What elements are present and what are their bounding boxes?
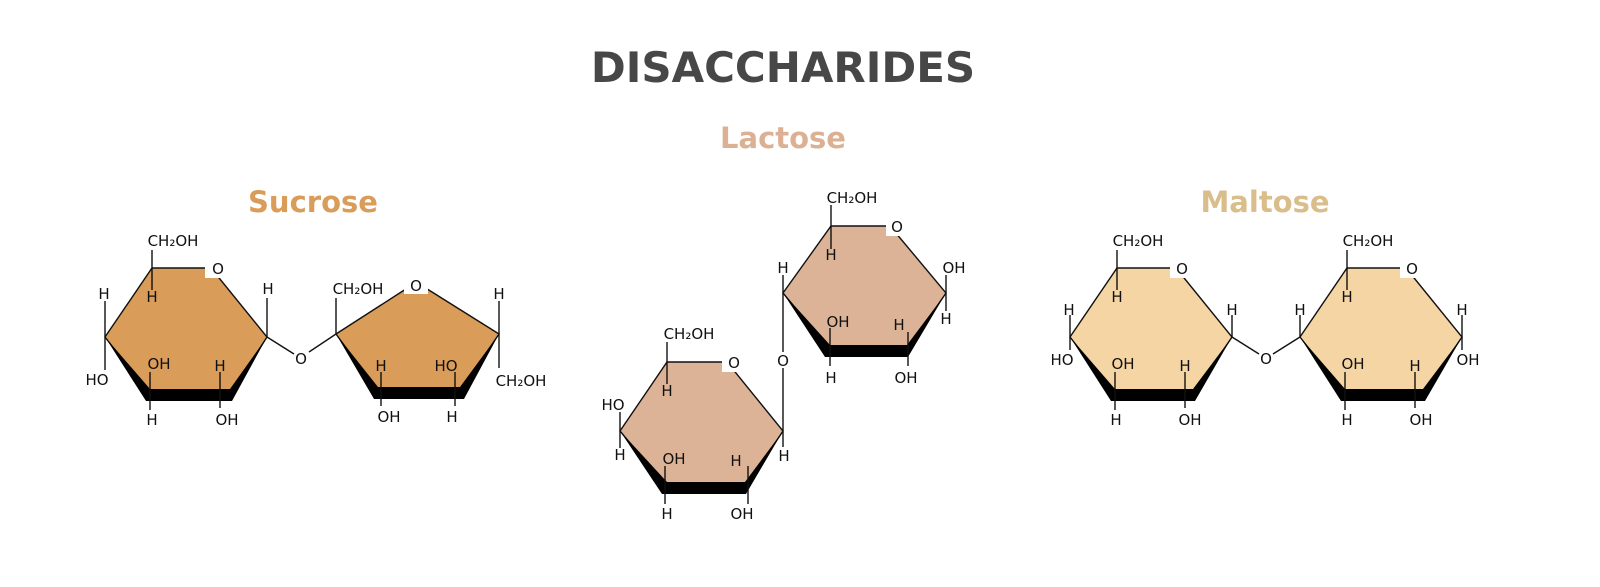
maltose-structure: CH₂OH O H H HO OH H H OH H O H CH₂OH O H… [1050,232,1479,429]
label-h: H [661,505,672,523]
label-oh: OH [1456,351,1479,369]
label-h: H [493,285,504,303]
label-h: H [262,280,273,298]
label-oh: OH [1341,355,1364,373]
label-ho: HO [601,396,624,414]
label-h: H [1294,301,1305,319]
label-ch2oh: CH₂OH [827,189,878,207]
label-glycosidic-oxygen: O [777,352,789,370]
label-ring-oxygen: O [410,277,422,295]
label-ring-oxygen: O [1406,260,1418,278]
label-h: H [825,246,836,264]
label-ch2oh: CH₂OH [1343,232,1394,250]
lactose-structure: CH₂OH O H HO H OH H H OH H O CH₂OH O H H… [601,189,965,523]
label-oh: OH [1178,411,1201,429]
label-ring-oxygen: O [212,260,224,278]
ring-bold-edge [1070,337,1232,401]
lactose-title: Lactose [720,121,846,155]
label-h: H [825,369,836,387]
label-oh: OH [730,505,753,523]
label-oh: OH [662,450,685,468]
label-h: H [1409,357,1420,375]
label-h: H [730,452,741,470]
label-h: H [1063,301,1074,319]
maltose-title: Maltose [1200,185,1329,219]
label-h: H [1456,301,1467,319]
label-ring-oxygen: O [891,218,903,236]
label-ho: HO [1050,351,1073,369]
label-ch2oh: CH₂OH [496,372,547,390]
label-h: H [1110,411,1121,429]
label-ring-oxygen: O [1176,260,1188,278]
label-glycosidic-oxygen: O [295,350,307,368]
label-ch2oh: CH₂OH [148,232,199,250]
label-oh: OH [1111,355,1134,373]
label-h: H [1226,301,1237,319]
label-h: H [614,446,625,464]
label-glycosidic-oxygen: O [1260,350,1272,368]
label-oh: OH [147,355,170,373]
label-oh: OH [215,411,238,429]
label-ring-oxygen: O [728,354,740,372]
label-h: H [940,310,951,328]
label-oh: OH [377,408,400,426]
label-h: H [98,285,109,303]
label-h: H [146,288,157,306]
diagram-title: DISACCHARIDES [591,43,975,92]
label-h: H [1341,288,1352,306]
label-h: H [661,382,672,400]
label-h: H [375,357,386,375]
label-ch2oh: CH₂OH [664,325,715,343]
label-ch2oh: CH₂OH [1113,232,1164,250]
label-h: H [1111,288,1122,306]
label-oh: OH [1409,411,1432,429]
label-h: H [893,316,904,334]
label-ch2oh: CH₂OH [333,280,384,298]
label-oh: OH [894,369,917,387]
label-h: H [214,357,225,375]
label-h: H [1179,357,1190,375]
label-h: H [1341,411,1352,429]
sucrose-structure: CH₂OH O H H HO OH H H OH H O CH₂OH O H C… [85,232,546,429]
label-h: H [146,411,157,429]
label-ho: HO [85,371,108,389]
label-oh: OH [942,259,965,277]
ring-bold-edge [105,337,267,401]
ring-bold-edge [1300,337,1462,401]
label-h: H [778,447,789,465]
label-h: H [446,408,457,426]
label-ho: HO [434,357,457,375]
ring-bold-edge [783,293,946,357]
label-h: H [777,259,788,277]
sucrose-title: Sucrose [248,185,378,219]
label-oh: OH [826,313,849,331]
ring-bold-edge [620,431,783,494]
